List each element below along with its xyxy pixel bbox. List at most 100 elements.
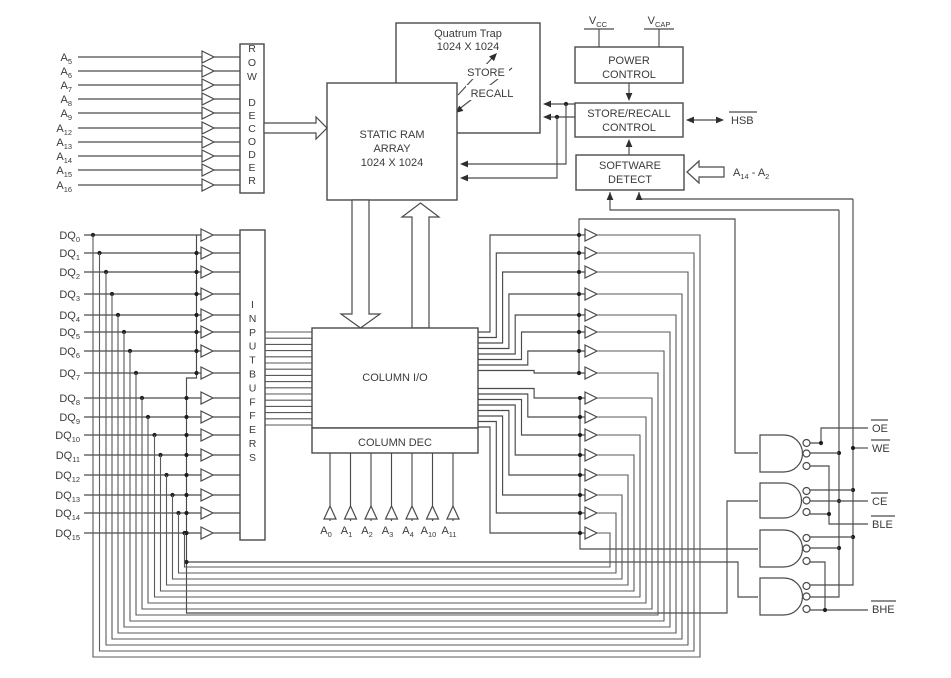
dq-input-label: DQ13​ [55,490,80,504]
store-recall-line1: STORE/RECALL [587,108,671,120]
buffer-icon [323,504,337,520]
dq-input-label: DQ3​ [59,289,80,303]
row-decoder-letter: O [248,136,256,148]
wire [579,398,758,550]
row-decoder-letter: D [248,97,256,109]
buffer-icon [584,325,599,339]
wire [478,404,585,456]
junction-dot [184,530,189,536]
column-address-label: A3​ [382,525,394,539]
recall-label: RECALL [471,88,514,100]
block-arrow-right [263,115,328,141]
buffer-icon [200,308,215,322]
wire [478,426,585,534]
buffer-icon [200,366,215,380]
wire [171,494,623,580]
arrowhead-icon [686,116,694,124]
wire [123,331,671,628]
wire [478,369,585,374]
wire [609,192,839,211]
junction-dot [576,312,582,318]
buffer-icon [201,163,216,177]
row-decoder-box [239,43,265,194]
buffer-icon [584,265,599,279]
junction-dot [576,269,582,275]
input-buffers-box [239,229,266,541]
arrowhead-icon [635,192,643,200]
wire [165,474,629,586]
dq-input-label: DQ1​ [59,248,80,262]
column-address-label: A2​ [361,525,373,539]
hsb-label: HSB [731,115,754,127]
wire [135,372,659,616]
wire [463,117,558,179]
buffer-icon [584,228,599,242]
and-gate-icon [759,434,804,473]
buffer-icon [200,488,215,502]
buffer-icon [200,468,215,482]
junction-dot [194,312,199,318]
buffer-icon [584,488,599,502]
inverter-bubble-icon [802,438,811,448]
arrowhead-icon [543,100,551,108]
junction-dot [184,472,189,478]
wire [478,293,585,350]
junction-dot [194,370,199,376]
wire [177,512,617,574]
wire [92,234,701,658]
dq-input-label: DQ7​ [59,368,80,382]
input-buffers-letter: F [249,410,255,422]
inverter-bubble-icon [802,544,811,553]
junction-dot [184,559,189,565]
vcc-label: VCC​ [589,15,608,29]
junction-dot [576,232,582,238]
wire [478,234,585,333]
input-buffers-letter: R [249,438,257,450]
junction-dot [184,395,189,401]
column-io-label: COLUMN I/O [362,372,428,384]
address-input-label: A15​ [56,165,72,179]
column-io-box [311,327,479,429]
junction-dot [576,250,582,256]
inverter-bubble-icon [802,592,811,601]
and-gate-icon [759,529,804,568]
buffer-icon [584,448,599,462]
wire [478,387,585,399]
wire [98,252,695,652]
dq-input-label: DQ11​ [56,450,80,464]
address-input-label: A5​ [61,52,73,66]
wire [478,331,585,361]
dq-input-label: DQ6​ [59,346,80,360]
dq-input-label: DQ5​ [59,327,80,341]
wire [478,252,585,339]
wire [463,64,509,79]
wire [105,271,689,646]
buffer-icon [201,149,216,163]
dq-input-label: DQ15​ [55,528,80,542]
input-buffers-letter: U [249,382,257,394]
buffer-icon [200,448,215,462]
buffer-icon [584,391,599,405]
junction-dot [576,370,582,376]
output-wrap-bus [92,234,701,658]
address-range-label: A14​ - A2​ [733,167,769,181]
junction-dot [184,414,189,420]
row-decoder-letter: W [247,71,257,83]
wire [466,85,518,100]
buffer-icon [200,344,215,358]
store-recall-control-box [574,102,684,138]
junction-dot [818,440,824,446]
buffer-icon [584,428,599,442]
dq-input-label: DQ8​ [59,393,80,407]
buffer-icon [200,526,215,540]
row-decoder-letter: E [248,110,255,122]
inverter-bubble-icon [802,461,811,471]
dq-input-label: DQ4​ [59,310,80,324]
junction-dot [184,510,189,516]
software-detect-line1: SOFTWARE [599,160,661,172]
control-pin-wiring [810,199,868,613]
